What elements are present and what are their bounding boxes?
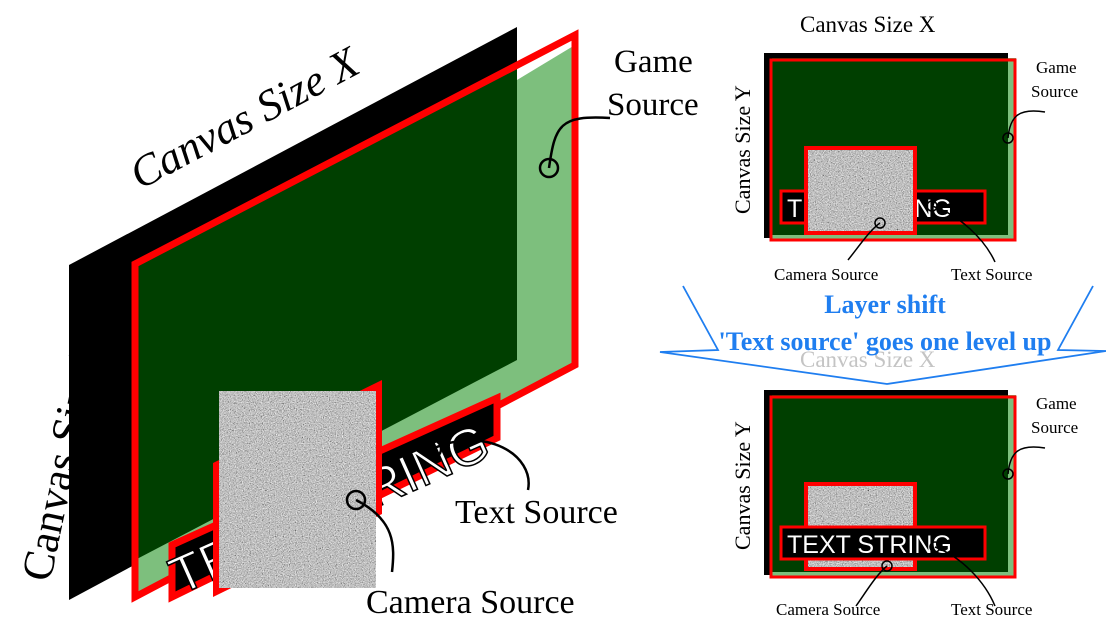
layer-shift-description: 'Text source' goes one level up [719, 327, 1052, 356]
before-camera-marker [874, 217, 886, 229]
before-camera-label: Camera Source [774, 265, 878, 284]
game-source-label: Game Source [607, 44, 701, 123]
camera-source-connector [355, 498, 395, 573]
before-view: Canvas Size X Canvas Size Y TEXT STRING … [730, 12, 1081, 284]
layer-shift-transition: Canvas Size X Layer shift 'Text source' … [659, 285, 1106, 385]
game-source-layer [135, 65, 517, 560]
after-text-label: Text Source [951, 600, 1032, 617]
before-canvas-size-x: Canvas Size X [800, 12, 936, 37]
after-canvas-size-y: Canvas Size Y [730, 421, 755, 550]
camera-source-label: Camera Source [366, 584, 575, 617]
after-camera-marker [881, 560, 893, 572]
after-text-string: TEXT STRING [787, 531, 952, 559]
camera-source-marker [345, 489, 367, 511]
before-game-label: Game Source [1031, 58, 1081, 101]
after-canvas-size-x-faint: Canvas Size X [800, 347, 936, 372]
text-source-connector [431, 439, 530, 491]
text-source-marker [421, 438, 443, 460]
after-text-source [779, 525, 987, 561]
after-game-label: Game Source [1031, 394, 1081, 437]
after-text-connector [934, 546, 996, 607]
layer-shift-title: Layer shift [824, 290, 946, 319]
layer-shift-arrow [659, 285, 1106, 385]
before-text-connector [931, 205, 996, 263]
before-canvas-size-y: Canvas Size Y [730, 85, 755, 214]
text-source-label: Text Source [455, 494, 618, 531]
before-game-marker [1002, 132, 1014, 144]
after-text-marker [929, 541, 941, 553]
after-view: Canvas Size Y TEXT STRING Game Source Ca… [730, 390, 1081, 617]
perspective-view: TEXT STRING Canvas Size X Canvas Size Y … [12, 27, 701, 617]
game-source-marker [538, 157, 560, 179]
after-game-outline [769, 395, 1017, 579]
before-camera-texture [808, 150, 913, 231]
before-text-marker [926, 200, 938, 212]
before-game-outline [769, 58, 1017, 242]
before-camera-connector [847, 222, 881, 261]
camera-source-texture [219, 391, 376, 588]
after-camera-connector [855, 565, 888, 607]
game-source-connector [547, 116, 611, 169]
after-camera-label: Camera Source [776, 600, 880, 617]
game-source-outline [131, 29, 579, 603]
after-game-marker [1002, 468, 1014, 480]
before-text-label: Text Source [951, 265, 1032, 284]
game-source-glass [517, 45, 575, 399]
